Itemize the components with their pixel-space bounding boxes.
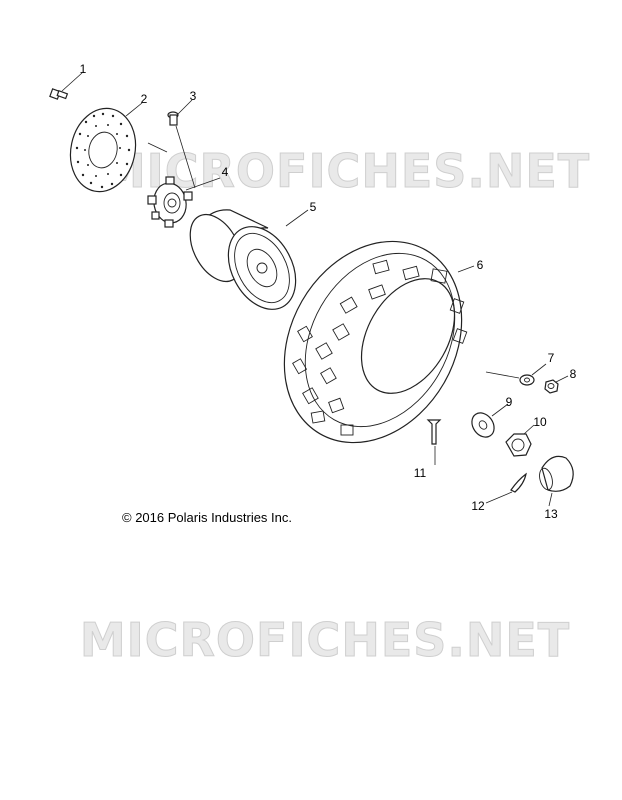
callout-2: 2 xyxy=(141,92,148,106)
callout-11: 11 xyxy=(414,466,427,480)
callout-1: 1 xyxy=(80,62,87,76)
copyright-notice: © 2016 Polaris Industries Inc. xyxy=(122,510,292,525)
part-9-washer xyxy=(471,412,495,438)
callout-12: 12 xyxy=(471,499,485,513)
part-11-valve-stem xyxy=(426,419,442,445)
callout-6: 6 xyxy=(477,258,484,272)
part-3-stud xyxy=(167,111,179,126)
callout-8: 8 xyxy=(570,367,577,381)
callout-10: 10 xyxy=(533,415,547,429)
callout-labels: 1 2 3 4 5 6 7 8 9 10 11 12 13 xyxy=(80,62,577,521)
callout-7: 7 xyxy=(548,351,555,365)
part-6-tire xyxy=(283,240,468,444)
part-12-cotter-pin xyxy=(510,472,527,493)
callout-9: 9 xyxy=(506,395,513,409)
leader-lines xyxy=(61,72,569,507)
part-1-bolt xyxy=(49,88,69,100)
callout-13: 13 xyxy=(544,507,558,521)
callout-5: 5 xyxy=(310,200,317,214)
watermark-top: MICROFICHES.NET xyxy=(100,144,590,198)
part-8-nut xyxy=(544,379,559,394)
part-2-brake-disc xyxy=(69,107,137,193)
callout-3: 3 xyxy=(190,89,197,103)
watermark-bottom: MICROFICHES.NET xyxy=(80,613,570,667)
part-5-rim xyxy=(189,209,297,310)
part-4-hub xyxy=(147,176,193,228)
part-10-spindle-nut xyxy=(505,433,532,457)
callout-4: 4 xyxy=(222,165,229,179)
part-13-hub-cap xyxy=(539,455,574,492)
part-7-washer xyxy=(519,374,535,386)
